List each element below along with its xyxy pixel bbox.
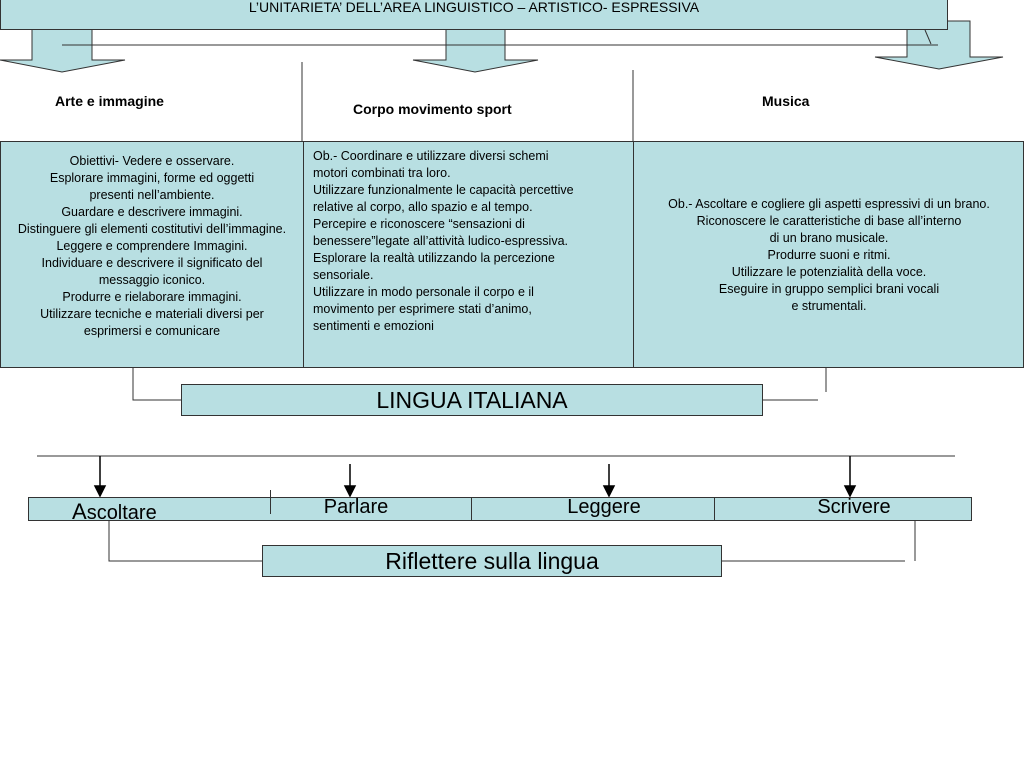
heading-corpo: Corpo movimento sport (353, 101, 512, 117)
musica-objectives: Ob.- Ascoltare e cogliere gli aspetti es… (634, 196, 1024, 315)
riflettere-label: Riflettere sulla lingua (385, 548, 599, 574)
top-connector-tick (924, 29, 932, 45)
corpo-line: Esplorare la realtà utilizzando la perce… (313, 251, 555, 265)
arte-objectives: Obiettivi- Vedere e osservare. Esplorare… (1, 153, 303, 340)
corpo-line: benessere”legate all’attività ludico-esp… (313, 234, 568, 248)
arte-line: esprimersi e comunicare (83, 324, 221, 338)
panel-divider-2 (633, 142, 634, 367)
arte-line: Distinguere gli elementi costitutivi del… (17, 222, 287, 236)
arte-line: Individuare e descrivere il significato … (41, 256, 263, 270)
musica-line: Produrre suoni e ritmi. (767, 248, 891, 262)
skills-arrows (93, 456, 857, 498)
corpo-line: Ob.- Coordinare e utilizzare diversi sch… (313, 149, 549, 163)
riflettere-connector-left (108, 521, 262, 562)
musica-line: Ob.- Ascoltare e cogliere gli aspetti es… (668, 197, 990, 211)
musica-line: di un brano musicale. (769, 231, 889, 245)
musica-line: Eseguire in gruppo semplici brani vocali (718, 282, 940, 296)
corpo-line: relative al corpo, allo spazio e al temp… (313, 200, 533, 214)
corpo-line: Utilizzare in modo personale il corpo e … (313, 285, 534, 299)
title-box: L’UNITARIETA’ DELL’AREA LINGUISTICO – AR… (0, 0, 948, 30)
corpo-objectives: Ob.- Coordinare e utilizzare diversi sch… (313, 148, 631, 335)
skills-bar: Ascoltare Parlare Leggere Scrivere (28, 490, 972, 524)
arte-line: Produrre e rielaborare immagini. (62, 290, 242, 304)
corpo-line: movimento per esprimere stati d’animo, (313, 302, 532, 316)
corpo-line: motori combinati tra loro. (313, 166, 451, 180)
musica-line: Utilizzare le potenzialità della voce. (731, 265, 927, 279)
arte-line: presenti nell’ambiente. (89, 188, 215, 202)
objectives-panel: Obiettivi- Vedere e osservare. Esplorare… (0, 141, 1024, 368)
lingua-connector-left (132, 368, 181, 401)
skills-divider (714, 498, 715, 520)
diagram-title: L’UNITARIETA’ DELL’AREA LINGUISTICO – AR… (248, 0, 700, 15)
skills-tick (270, 490, 271, 514)
heading-musica: Musica (762, 93, 810, 109)
skill-ascoltare-rest: scoltare (86, 502, 157, 524)
arte-line: Obiettivi- Vedere e osservare. (69, 154, 235, 168)
skill-leggere: Leggere (567, 496, 641, 518)
skills-divider (471, 498, 472, 520)
musica-line: e strumentali. (791, 299, 867, 313)
musica-line: Riconoscere le caratteristiche di base a… (696, 214, 962, 228)
arte-line: Utilizzare tecniche e materiali diversi … (40, 307, 264, 321)
lingua-italiana-label: LINGUA ITALIANA (376, 387, 568, 413)
skill-ascoltare: Ascoltare (72, 499, 157, 525)
corpo-line: Percepire e riconoscere “sensazioni di (313, 217, 525, 231)
heading-arte: Arte e immagine (55, 93, 164, 109)
arte-line: Leggere e comprendere Immagini. (56, 239, 248, 253)
corpo-line: Utilizzare funzionalmente le capacità pe… (313, 183, 574, 197)
panel-divider-1 (303, 142, 304, 367)
lingua-italiana-box: LINGUA ITALIANA (181, 384, 763, 416)
skill-scrivere: Scrivere (817, 496, 891, 518)
corpo-line: sensoriale. (313, 268, 374, 282)
arte-line: Esplorare immagini, forme ed oggetti (49, 171, 255, 185)
riflettere-box: Riflettere sulla lingua (262, 545, 722, 577)
skill-ascoltare-initial: A (72, 499, 87, 524)
arte-line: messaggio iconico. (98, 273, 206, 287)
corpo-line: sentimenti e emozioni (313, 319, 434, 333)
arte-line: Guardare e descrivere immagini. (61, 205, 243, 219)
skill-parlare: Parlare (323, 496, 389, 518)
